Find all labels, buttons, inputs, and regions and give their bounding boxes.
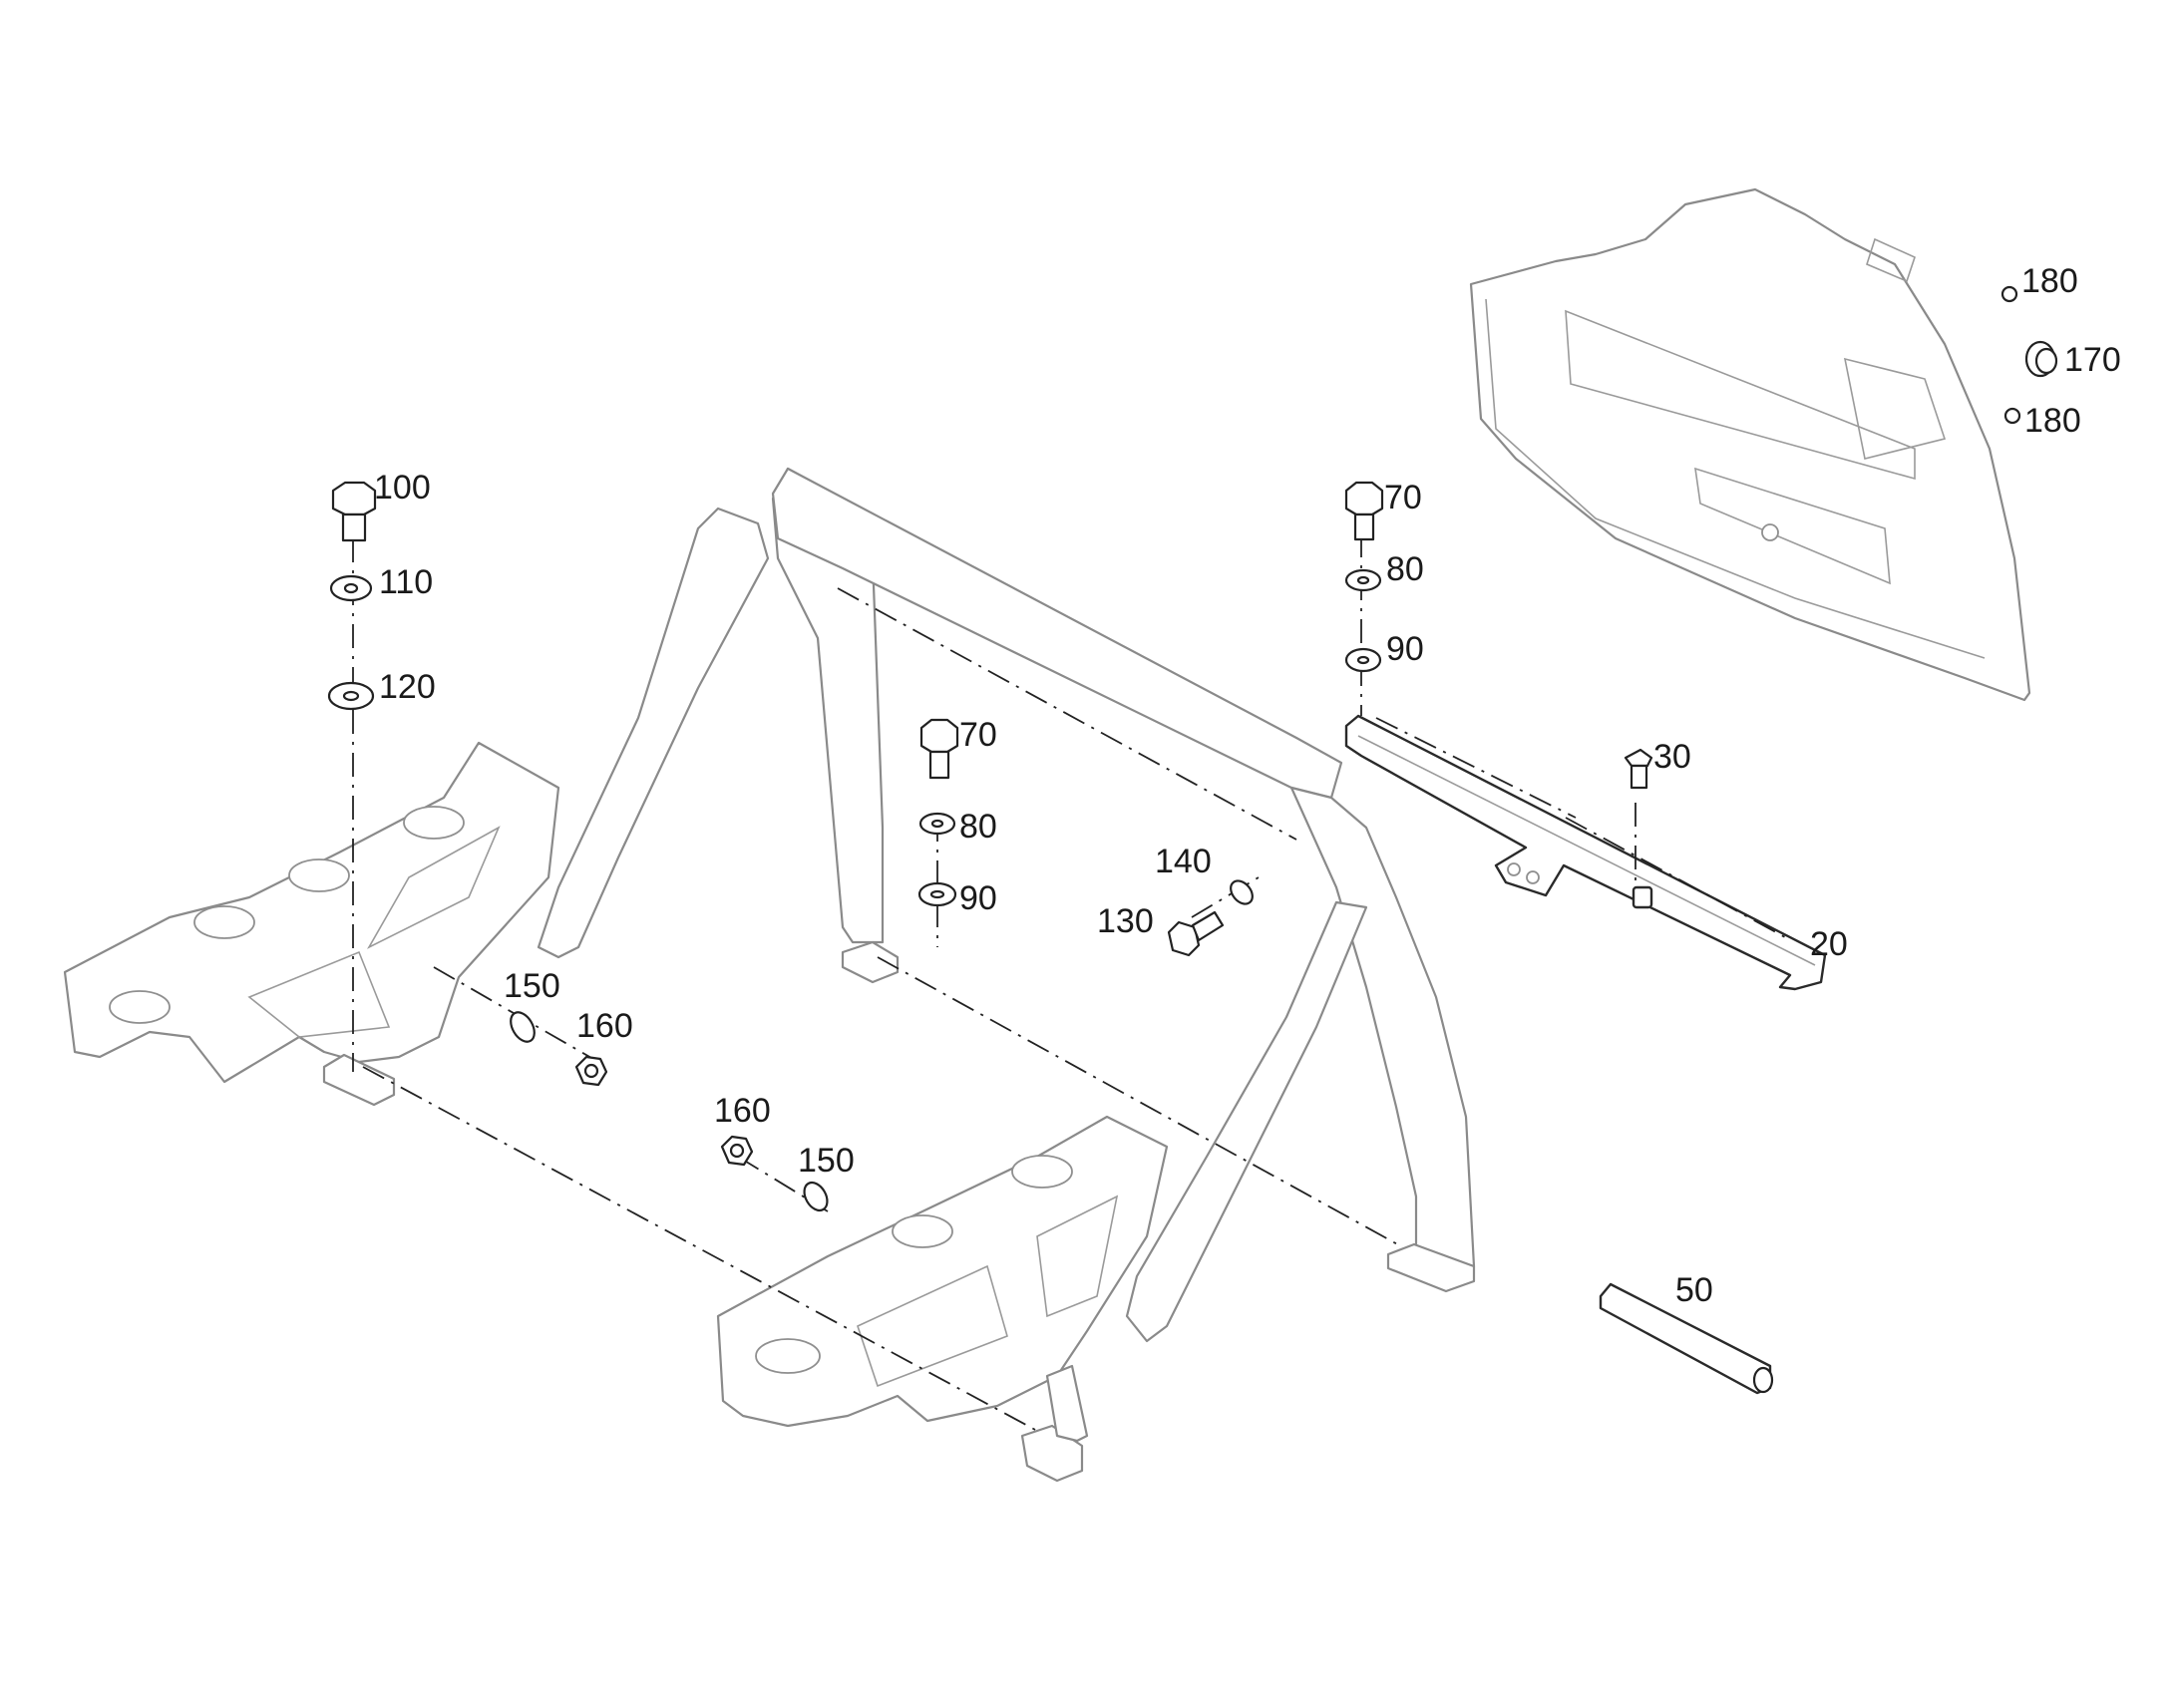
rear-crossbar [1344, 714, 1827, 991]
label-150-right: 150 [798, 1142, 855, 1180]
bolt-70-center-icon [919, 718, 959, 780]
pin [1599, 1282, 1774, 1395]
label-80-right: 80 [1386, 550, 1424, 588]
label-70-right: 70 [1384, 479, 1422, 516]
label-180-top: 180 [2021, 262, 2078, 300]
label-50: 50 [1675, 1271, 1713, 1309]
clip-180-bottom-icon [2003, 407, 2021, 425]
callout-labels: 100 110 120 70 80 90 70 80 90 30 20 50 1… [374, 262, 2121, 1309]
label-100: 100 [374, 469, 431, 507]
bolt-30-icon [1624, 748, 1653, 790]
label-90-center: 90 [959, 879, 997, 917]
grommet-170-icon [2024, 340, 2058, 378]
main-frame [63, 467, 1476, 1483]
rear-panel [1469, 187, 2031, 702]
label-110: 110 [379, 563, 433, 601]
bolt-130-icon [1167, 910, 1225, 957]
label-150-left: 150 [504, 967, 560, 1005]
washer-150-left-icon [510, 1011, 536, 1043]
label-80-center: 80 [959, 808, 997, 846]
label-170: 170 [2064, 341, 2121, 379]
bolt-70-right-icon [1344, 481, 1384, 541]
label-140: 140 [1155, 843, 1212, 880]
label-20: 20 [1810, 925, 1848, 963]
label-180-bottom: 180 [2024, 402, 2081, 440]
label-160-right: 160 [714, 1092, 771, 1130]
label-120: 120 [379, 668, 436, 706]
washer-150-right-icon [803, 1181, 829, 1212]
label-160-left: 160 [576, 1007, 633, 1045]
label-70-center: 70 [959, 716, 997, 754]
washer-140-icon [1230, 879, 1254, 905]
label-90-right: 90 [1386, 630, 1424, 668]
bolt-100-icon [331, 481, 377, 542]
clip-180-top-icon [2000, 285, 2018, 303]
hardware [327, 285, 2058, 1212]
label-130: 130 [1097, 902, 1154, 940]
label-30: 30 [1653, 738, 1691, 776]
